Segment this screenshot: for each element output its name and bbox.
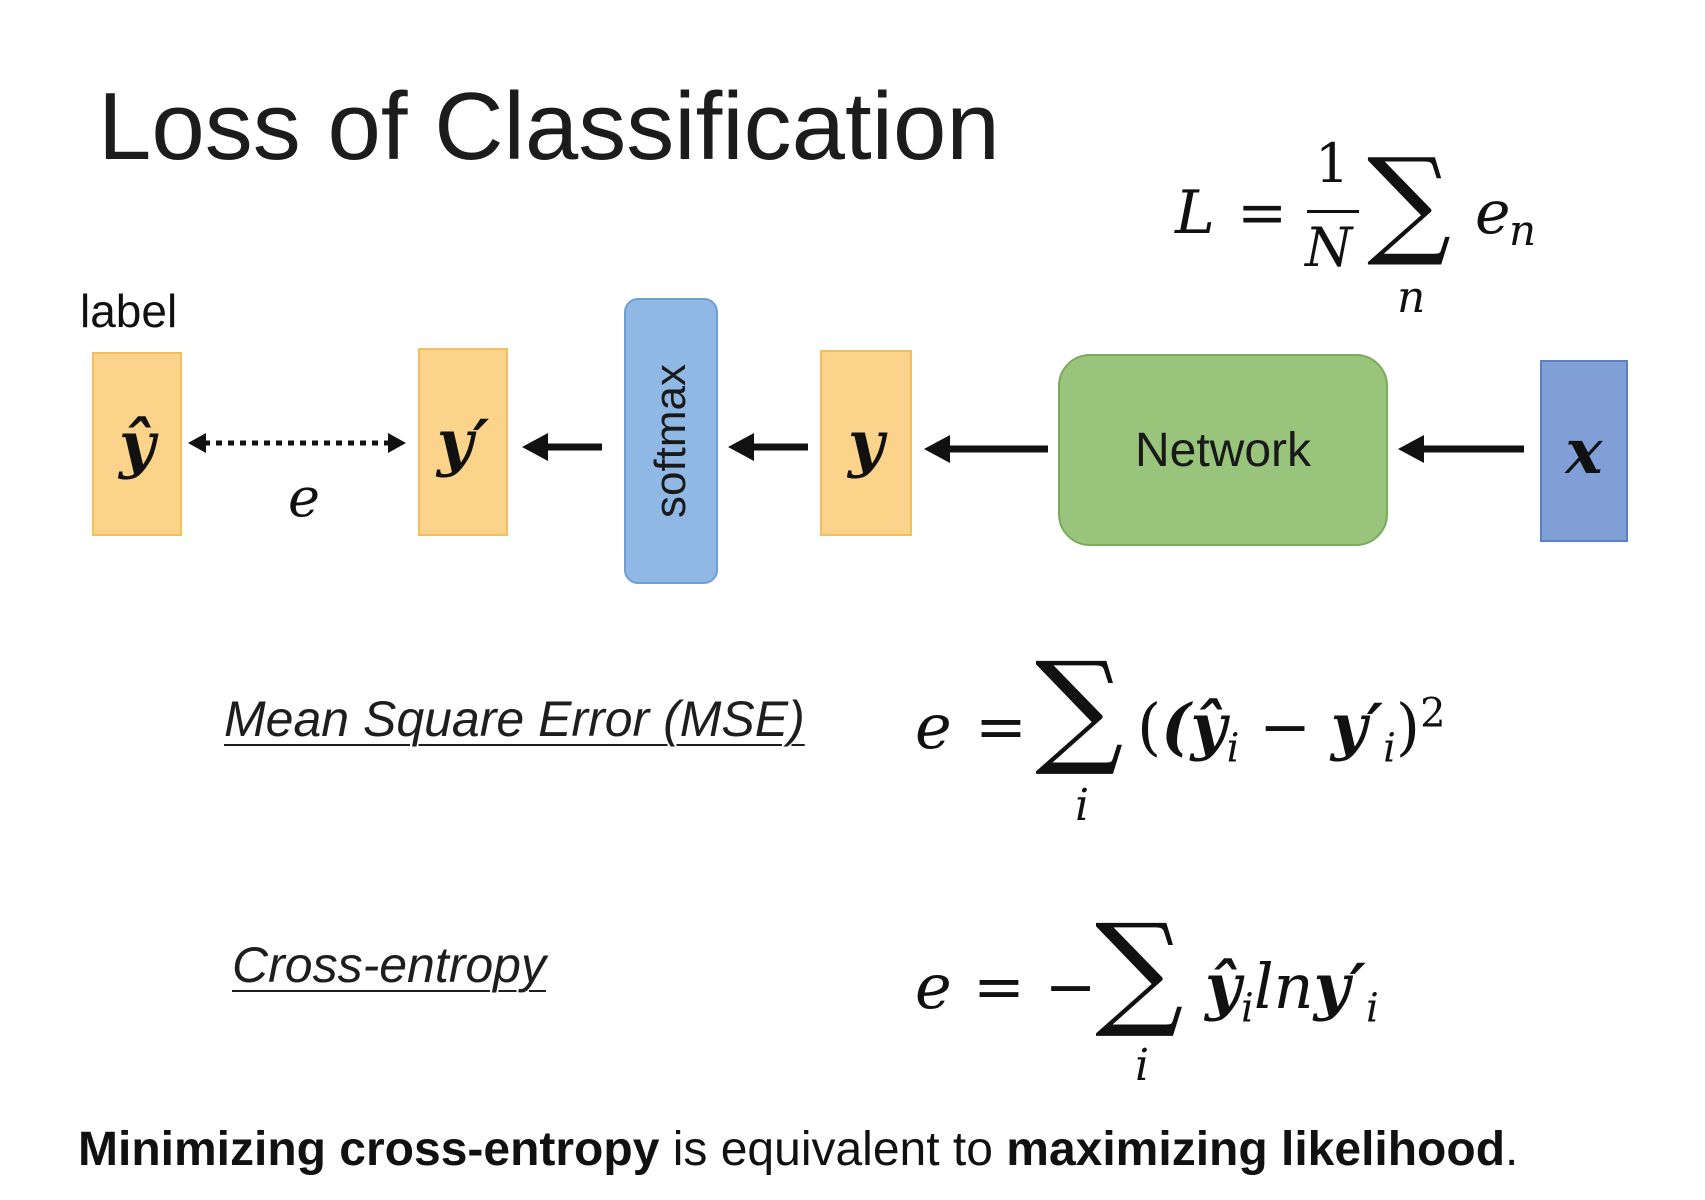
mse-formula: e = ∑ i ((ŷi − y′i)2 — [915, 636, 1475, 850]
bottom-part-2: is equivalent to — [659, 1123, 1007, 1176]
ce-eq: = − — [973, 950, 1097, 1023]
arrow-network-to-y — [924, 435, 1048, 463]
mse-sum-symbol: ∑ — [1035, 636, 1124, 780]
label-box-y-hat: ŷ — [92, 352, 182, 536]
error-dotted-arrow — [188, 433, 406, 453]
mse-y-prime: y′ — [1330, 690, 1384, 763]
cross-entropy-label: Cross-entropy — [232, 937, 546, 993]
ce-sum-symbol: ∑ — [1095, 898, 1184, 1042]
y-symbol: y — [847, 406, 885, 480]
arrow-y-to-softmax — [728, 433, 808, 461]
loss-fraction-bar — [1307, 210, 1359, 213]
mse-power: 2 — [1420, 690, 1446, 737]
y-hat-symbol: ŷ — [118, 407, 156, 481]
error-label: e — [288, 466, 320, 529]
ce-sub-i2: i — [1365, 985, 1379, 1032]
mse-label: Mean Square Error (MSE) — [224, 691, 805, 747]
arrow-x-to-network — [1398, 435, 1524, 463]
arrow-softmax-to-yprime — [522, 433, 602, 461]
softmax-label: softmax — [646, 363, 696, 519]
input-box-x: x — [1540, 360, 1628, 542]
mse-sub-i2: i — [1383, 725, 1396, 772]
loss-numerator: 1 — [1315, 132, 1350, 195]
softmax-box: softmax — [624, 298, 718, 584]
slide-title: Loss of Classification — [98, 73, 1000, 180]
label-caption: label — [80, 285, 178, 337]
loss-eq: = — [1237, 178, 1288, 248]
ce-ln: ln — [1253, 950, 1314, 1023]
bottom-part-4: . — [1505, 1123, 1519, 1176]
ce-y-prime: y′ — [1313, 950, 1366, 1023]
ce-lhs: e — [915, 950, 952, 1023]
output-box-y-prime: y′ — [418, 348, 508, 536]
loss-sum-symbol: ∑ — [1367, 132, 1452, 270]
cross-entropy-formula: e = − ∑ i ŷilny′i — [915, 898, 1435, 1110]
mse-minus: − — [1239, 690, 1331, 763]
loss-lhs: L — [1175, 178, 1215, 248]
mse-sub-i1: i — [1226, 725, 1240, 772]
mse-lhs: e — [915, 690, 952, 763]
y-prime-symbol: y′ — [436, 405, 490, 479]
loss-denominator: N — [1305, 216, 1353, 279]
ce-body: ŷilny′i — [1205, 950, 1379, 1031]
mse-sum-sub: i — [1075, 780, 1090, 831]
bottom-statement: Minimizing cross-entropy is equivalent t… — [78, 1122, 1518, 1177]
mse-y-hat: (ŷ — [1161, 690, 1227, 763]
ce-y-hat: ŷ — [1205, 950, 1242, 1023]
ce-sub-i1: i — [1241, 985, 1254, 1032]
bottom-part-3: maximizing likelihood — [1006, 1123, 1506, 1176]
loss-term: e — [1475, 178, 1511, 248]
logit-box-y: y — [820, 350, 912, 536]
network-label: Network — [1134, 423, 1312, 477]
loss-term-sub: n — [1509, 206, 1537, 255]
x-symbol: x — [1565, 414, 1603, 488]
ce-sum-sub: i — [1135, 1040, 1150, 1091]
network-box: Network — [1058, 354, 1388, 546]
loss-sum-sub: n — [1397, 272, 1426, 323]
loss-formula: L = 1 N ∑ n e n — [1175, 132, 1575, 340]
mse-body: ((ŷi − y′i)2 — [1137, 690, 1446, 772]
bottom-part-1: Minimizing cross-entropy — [78, 1123, 660, 1176]
mse-eq: = — [975, 690, 1027, 763]
mse-close: ) — [1395, 690, 1421, 763]
